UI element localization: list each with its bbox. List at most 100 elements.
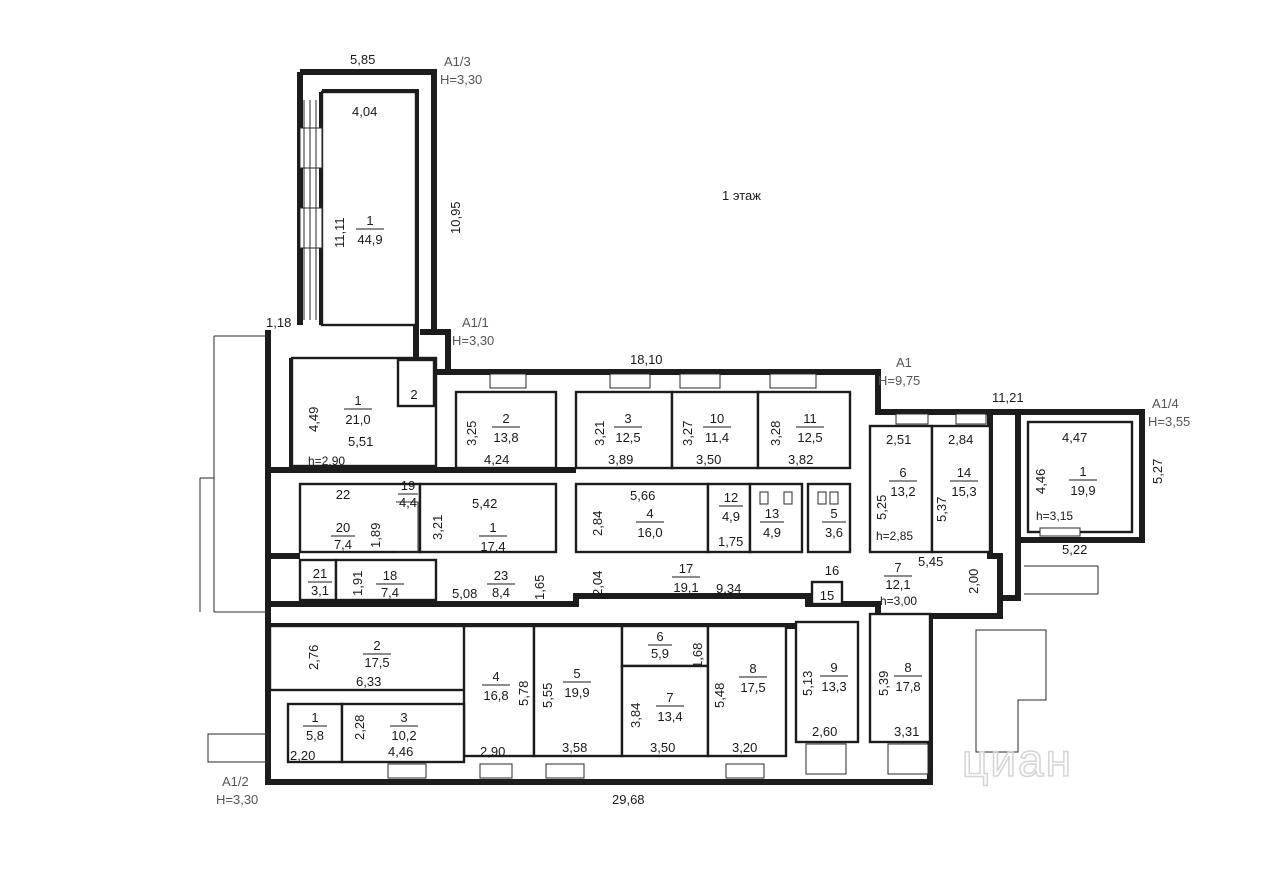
room-number: 3: [624, 411, 631, 426]
dimension: 5,27: [1150, 459, 1165, 484]
dimension: 3,25: [464, 421, 479, 446]
dimension: 11,21: [992, 390, 1024, 405]
room-number: 1: [354, 393, 361, 408]
dimension: 29,68: [612, 792, 645, 807]
room-number: 4: [492, 669, 499, 684]
room-area: 11,4: [705, 430, 729, 445]
room-area: 5,9: [651, 646, 669, 661]
dimension: 9,34: [716, 581, 741, 596]
dimension: 5,48: [712, 683, 727, 708]
room-area: 8,4: [492, 585, 510, 600]
room-number: 8: [904, 660, 911, 675]
room-area: 19,1: [673, 580, 698, 595]
section-label: A1: [896, 355, 912, 370]
room-number: 2: [410, 387, 417, 402]
dimension: 2,04: [590, 571, 605, 596]
room-area: 17,5: [740, 680, 765, 695]
room-area: 4,4: [399, 495, 417, 510]
dimension: 5,55: [540, 683, 555, 708]
room-area: 21,0: [345, 412, 370, 427]
room-number: 1: [489, 520, 496, 535]
room-area: 3,1: [311, 583, 329, 598]
dimension: 3,58: [562, 740, 587, 755]
room-number: 16: [825, 563, 839, 578]
room-area: 16,0: [637, 525, 662, 540]
room-area: 13,4: [657, 709, 682, 724]
dimension: 3,84: [628, 703, 643, 728]
room-area: 19,9: [564, 685, 589, 700]
dimension: 3,28: [768, 421, 783, 446]
room-area: 13,3: [821, 679, 846, 694]
room-area: 44,9: [357, 232, 382, 247]
dimension: 2,84: [590, 511, 605, 536]
section-label: A1/1: [462, 315, 489, 330]
dimension: 3,31: [894, 724, 919, 739]
room-area: 17,5: [364, 655, 389, 670]
ceiling-height: h=3,00: [880, 594, 917, 608]
room-number: 6: [656, 629, 663, 644]
dimension: 5,37: [934, 497, 949, 522]
dimension: 2,20: [290, 748, 315, 763]
dimension: 3,89: [608, 452, 633, 467]
room-number: 7: [894, 560, 901, 575]
room-number: 5: [830, 506, 837, 521]
room-area: 17,4: [480, 539, 505, 554]
room-area: 15,3: [951, 484, 976, 499]
dimension: 5,51: [348, 434, 373, 449]
room-number: 1: [311, 710, 318, 725]
room-number: 23: [494, 568, 508, 583]
room-area: 12,5: [615, 430, 640, 445]
room-number: 5: [573, 666, 580, 681]
dimension: 4,46: [388, 744, 413, 759]
room-number: 20: [336, 520, 350, 535]
room-area: 7,4: [334, 537, 352, 552]
dimension: 4,24: [484, 452, 509, 467]
dimension: 1,89: [368, 523, 383, 548]
room-number: 14: [957, 465, 971, 480]
room-number: 19: [401, 478, 415, 493]
dimension: 3,20: [732, 740, 757, 755]
room-number: 11: [803, 411, 817, 426]
dimension-labels: 5,85 4,04 11,11 10,95 1,18 18,10 11,21 4…: [266, 52, 1165, 807]
dimension: 4,49: [306, 407, 321, 432]
watermark-logo: циан: [962, 734, 1073, 786]
section-height: H=3,30: [440, 72, 482, 87]
dimension: 1,18: [266, 315, 291, 330]
room-number: 7: [666, 690, 673, 705]
dimension: 4,04: [352, 104, 377, 119]
dimension: 2,60: [812, 724, 837, 739]
room-number: 12: [724, 490, 738, 505]
dimension: 1,68: [690, 643, 705, 668]
dimension: 3,82: [788, 452, 813, 467]
floor-title: 1 этаж: [722, 188, 761, 203]
dimension: 3,50: [650, 740, 675, 755]
room-area: 12,1: [885, 577, 910, 592]
dimension: 5,85: [350, 52, 375, 67]
room-number: 8: [749, 661, 756, 676]
room-area: 19,9: [1070, 483, 1095, 498]
room-area: 17,8: [895, 679, 920, 694]
room-area: 7,4: [381, 585, 399, 600]
room-area: 3,6: [825, 525, 843, 540]
room-number: 2: [373, 638, 380, 653]
dimension: 5,08: [452, 586, 477, 601]
room-number: 18: [383, 568, 397, 583]
room-area: 10,2: [391, 728, 416, 743]
dimension: 2,00: [966, 569, 981, 594]
dimension: 3,50: [696, 452, 721, 467]
room-area: 5,8: [306, 728, 324, 743]
room-area: 13,8: [493, 430, 518, 445]
dimension: 2,84: [948, 432, 973, 447]
dimension: 2,28: [352, 715, 367, 740]
room-number: 3: [400, 710, 407, 725]
room-number: 6: [899, 465, 906, 480]
section-label: A1/2: [222, 774, 249, 789]
dimension: 3,21: [430, 515, 445, 540]
dimension: 4,47: [1062, 430, 1087, 445]
dimension: 5,66: [630, 488, 655, 503]
ceiling-height: h=2,85: [876, 529, 913, 543]
dimension: 5,25: [874, 495, 889, 520]
room-number: 10: [710, 411, 724, 426]
dimension: 5,42: [472, 496, 497, 511]
